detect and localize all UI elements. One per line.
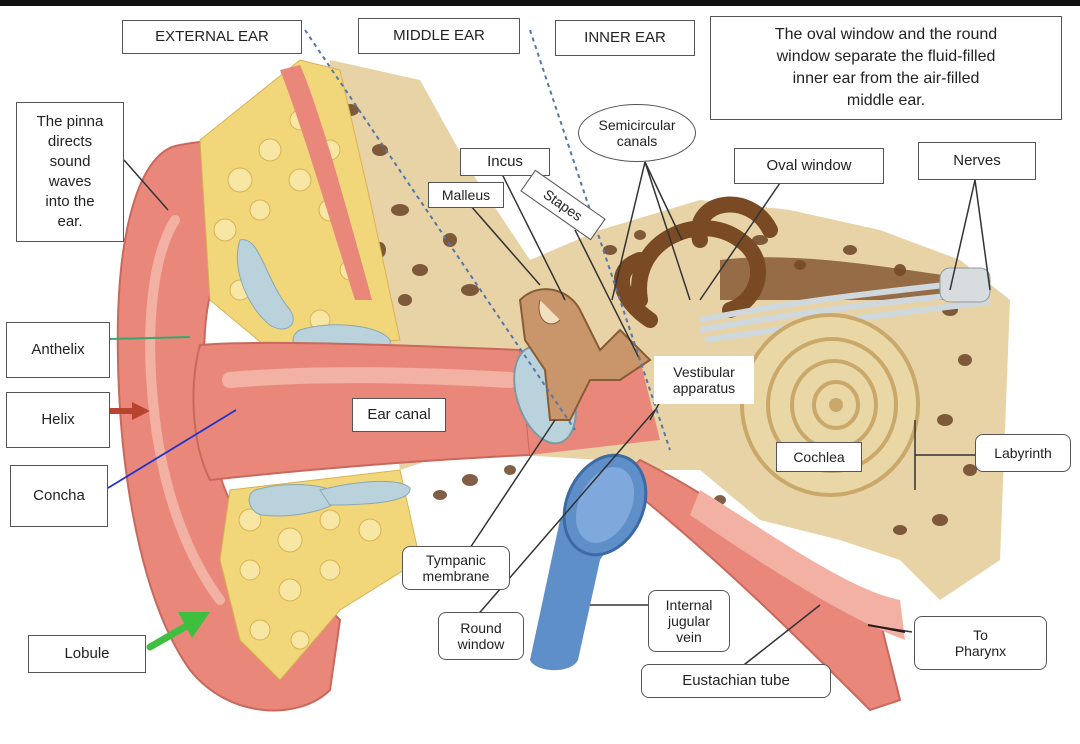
concha-label: Concha [10, 465, 108, 527]
labyrinth-label: Labyrinth [975, 434, 1071, 472]
top-border [0, 0, 1080, 6]
anthelix-label: Anthelix [6, 322, 110, 378]
semicircular-canals-label: Semicircular canals [578, 104, 696, 162]
window-note: The oval window and the round window sep… [710, 16, 1062, 120]
ear-canal-label: Ear canal [352, 398, 446, 432]
inner-ear-header: INNER EAR [555, 20, 695, 56]
malleus-label: Malleus [428, 182, 504, 208]
round-window-label: Round window [438, 612, 524, 660]
vestibular-apparatus-label: Vestibular apparatus [654, 356, 754, 404]
jugular-vein-shape [530, 442, 661, 670]
pharynx-label: To Pharynx [914, 616, 1047, 670]
external-ear-header: EXTERNAL EAR [122, 20, 302, 54]
pinna-label: The pinna directs sound waves into the e… [16, 102, 124, 242]
helix-label: Helix [6, 392, 110, 448]
eustachian-tube-label: Eustachian tube [641, 664, 831, 698]
tympanic-membrane-label: Tympanic membrane [402, 546, 510, 590]
jugular-vein-label: Internal jugular vein [648, 590, 730, 652]
oval-window-label: Oval window [734, 148, 884, 184]
cochlea-label: Cochlea [776, 442, 862, 472]
middle-ear-header: MIDDLE EAR [358, 18, 520, 54]
nerves-label: Nerves [918, 142, 1036, 180]
lobule-label: Lobule [28, 635, 146, 673]
